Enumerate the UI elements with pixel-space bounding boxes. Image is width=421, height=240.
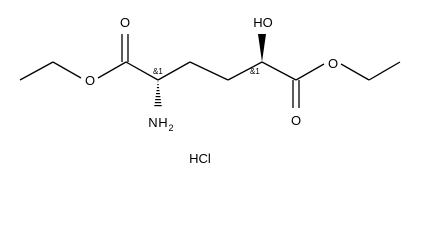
bond-ch2-ch2 — [189, 61, 229, 81]
hashed-wedge-amine — [154, 80, 162, 108]
stereo-label-alpha-carbon: &1 — [153, 67, 163, 76]
bold-wedge-hydroxyl — [258, 34, 266, 62]
atom-carbonyl-o-left: O — [120, 15, 130, 30]
atom-ester-o-left: O — [85, 73, 95, 88]
amine-h-count: 2 — [168, 123, 173, 133]
atom-carbonyl-o-right: O — [291, 113, 301, 128]
atom-amine-n: N — [148, 115, 157, 130]
bond-carbonyl-alpha — [125, 61, 159, 81]
stereo-label-hydroxy-carbon: &1 — [250, 67, 260, 76]
atom-ester-o-right: O — [328, 56, 338, 71]
bond-ester-o-ch2-right — [340, 63, 370, 81]
molecule-drawing: O O &1 N H 2 HO &1 O O HCl — [19, 15, 401, 166]
salt-label: HCl — [189, 151, 211, 166]
bond-hydroxy-carbon-carbonyl — [261, 61, 297, 81]
bond-ethyl-right-ch3 — [368, 61, 401, 81]
bond-ch2-hydroxy-carbon — [227, 61, 263, 81]
structure-canvas: O O &1 N H 2 HO &1 O O HCl — [19, 15, 401, 166]
bond-alpha-ch2 — [157, 61, 191, 81]
bond-ethyl-left-ch3 — [19, 61, 54, 81]
atom-hydroxyl: HO — [253, 15, 273, 30]
bond-ethyl-left-ch2-o — [52, 61, 82, 79]
bond-carbonyl-ester-o-right — [295, 63, 325, 81]
atom-amine-h: H — [158, 115, 167, 130]
bond-ester-o-carbonyl-left — [97, 61, 127, 79]
